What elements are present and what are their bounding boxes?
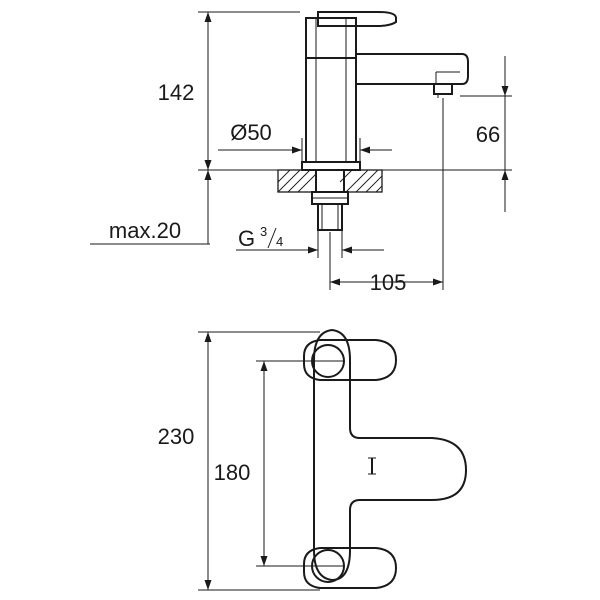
dim-label-180: 180	[214, 460, 251, 485]
mounting-surface	[277, 169, 383, 193]
dim-label-230: 230	[158, 424, 195, 449]
surface-hatching	[277, 169, 383, 193]
top-view: 230 180	[158, 328, 468, 591]
thread-prefix: G	[238, 226, 255, 251]
dimension-230: 230	[158, 332, 212, 590]
faucet-body-side	[301, 11, 469, 171]
dim-label-142: 142	[158, 80, 195, 105]
dimension-142: 142	[158, 11, 212, 170]
dimension-105: 105	[329, 98, 444, 295]
dim-label-max: max.20	[109, 218, 181, 243]
dimension-thread: G 3 4	[236, 224, 384, 258]
dimension-diameter-50: Ø50	[218, 120, 392, 164]
faucet-body-top	[303, 328, 468, 589]
dim-label-66: 66	[476, 122, 500, 147]
dimension-max-20: max.20	[109, 170, 212, 244]
thread-denominator: 4	[276, 234, 283, 249]
dimension-66: 66	[476, 56, 509, 212]
dim-label-105: 105	[370, 270, 407, 295]
dim-label-diameter: Ø50	[230, 120, 272, 145]
thread-numerator: 3	[260, 224, 267, 239]
side-view: 142 66 Ø50 max.20	[90, 11, 512, 295]
dimension-180: 180	[214, 361, 268, 566]
